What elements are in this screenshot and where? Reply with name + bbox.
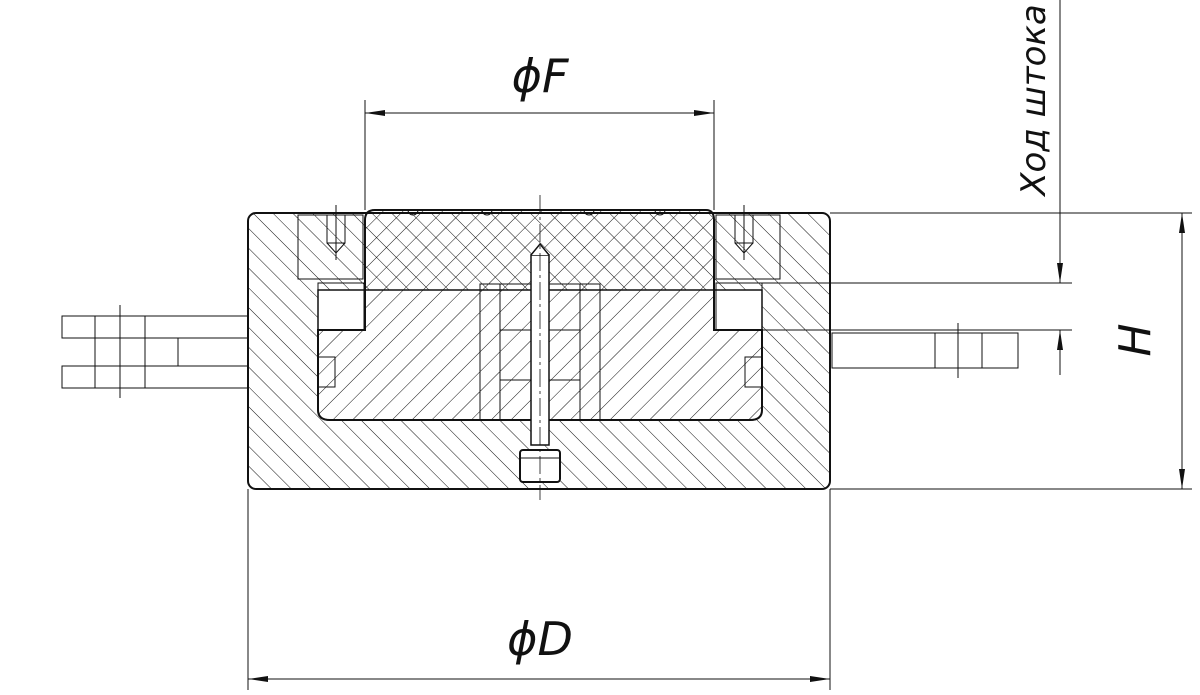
dimension-phi-f: ϕF	[364, 49, 715, 210]
dimension-phi-d: ϕD	[247, 489, 831, 690]
dimension-label-height: H	[1110, 323, 1161, 356]
dimension-label-phi-f: ϕF	[512, 49, 569, 103]
dimension-height: H	[830, 212, 1192, 490]
right-bracket	[831, 323, 1019, 378]
dimension-label-stroke: Ход штока	[1014, 4, 1054, 198]
left-bracket	[61, 305, 249, 398]
dimension-stroke: Ход штока	[762, 0, 1072, 375]
center-rod	[519, 195, 561, 500]
dimension-label-phi-d: ϕD	[507, 612, 573, 666]
